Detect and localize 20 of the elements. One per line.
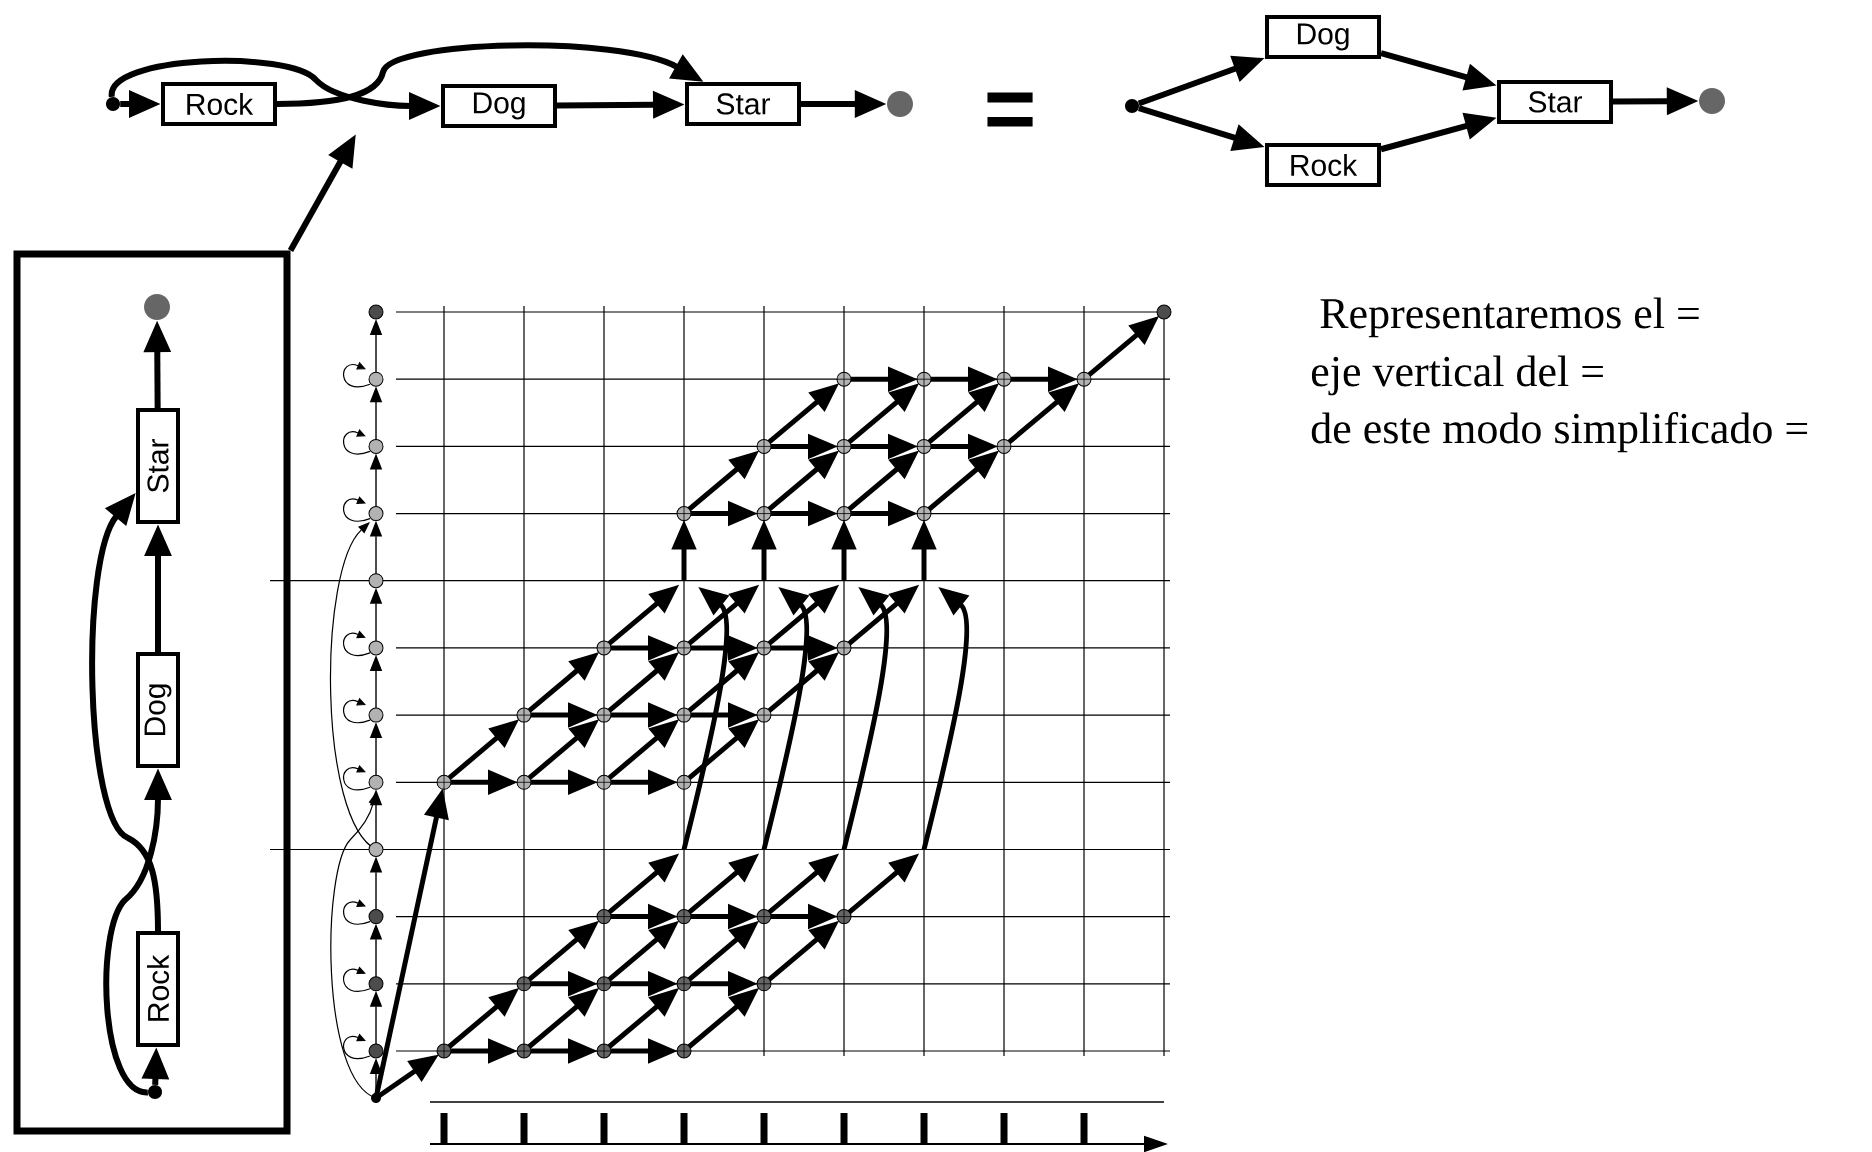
end-dot bbox=[887, 91, 913, 117]
label-box: Rock bbox=[136, 931, 180, 1047]
description-text: Representaremos el = bbox=[1320, 297, 1699, 338]
label-box: Dog bbox=[136, 652, 180, 768]
label-box: Dog bbox=[1265, 15, 1381, 59]
frame-box bbox=[13, 250, 291, 1135]
label-box: Star bbox=[685, 82, 801, 126]
description-text: de este modo simplificado = bbox=[1311, 412, 1808, 453]
label-box: Rock bbox=[161, 82, 277, 126]
start-dot bbox=[1125, 99, 1139, 113]
start-dot bbox=[148, 1085, 162, 1099]
label-box: Dog bbox=[441, 84, 557, 128]
end-dot bbox=[144, 294, 170, 320]
label-box: Rock bbox=[1265, 143, 1381, 187]
end-dot bbox=[1699, 88, 1725, 114]
equals-sign: = bbox=[987, 92, 1033, 127]
description-text: eje vertical del = bbox=[1311, 355, 1603, 396]
label-box: Star bbox=[1497, 80, 1613, 124]
label-box: Star bbox=[136, 408, 180, 524]
start-dot bbox=[106, 97, 120, 111]
